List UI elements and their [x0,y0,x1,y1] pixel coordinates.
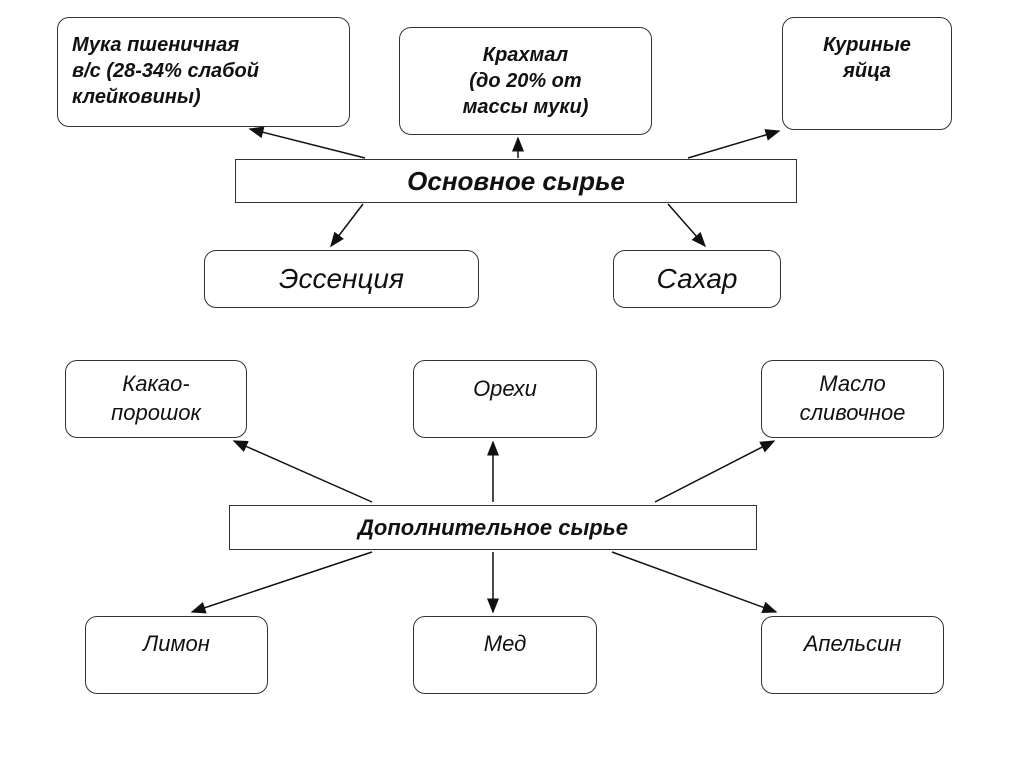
arrow [667,203,706,248]
arrow [232,440,373,503]
essence-box: Эссенция [204,250,479,308]
starch-box: Крахмал (до 20% от массы муки) [399,27,652,135]
cocoa-box: Какао- порошок [65,360,247,438]
essence-label: Эссенция [279,263,404,294]
orange-box: Апельсин [761,616,944,694]
arrow [190,551,373,614]
main-raw-title: Основное сырье [407,165,625,196]
lemon-label: Лимон [143,631,210,656]
additional-raw-title-box: Дополнительное сырье [229,505,757,550]
main-raw-title-box: Основное сырье [235,159,797,203]
nuts-label: Орехи [473,376,537,401]
eggs-label: Куриные яйца [823,34,911,82]
nuts-box: Орехи [413,360,597,438]
butter-box: Масло сливочное [761,360,944,438]
additional-raw-title: Дополнительное сырье [358,514,628,540]
cocoa-label: Какао- порошок [111,371,201,425]
butter-label: Масло сливочное [799,371,906,425]
arrow [330,203,364,248]
arrow [654,440,776,503]
sugar-box: Сахар [613,250,781,308]
honey-label: Мед [483,631,527,656]
lemon-box: Лимон [85,616,268,694]
arrow [611,551,778,613]
sugar-label: Сахар [656,263,738,294]
arrow [687,129,781,159]
arrow [248,126,366,159]
starch-label: Крахмал (до 20% от массы муки) [462,44,589,118]
honey-box: Мед [413,616,597,694]
flour-box: Мука пшеничная в/с (28-34% слабой клейко… [57,17,350,127]
flour-label: Мука пшеничная в/с (28-34% слабой клейко… [72,34,259,108]
orange-label: Апельсин [803,631,902,656]
eggs-box: Куриные яйца [782,17,952,130]
